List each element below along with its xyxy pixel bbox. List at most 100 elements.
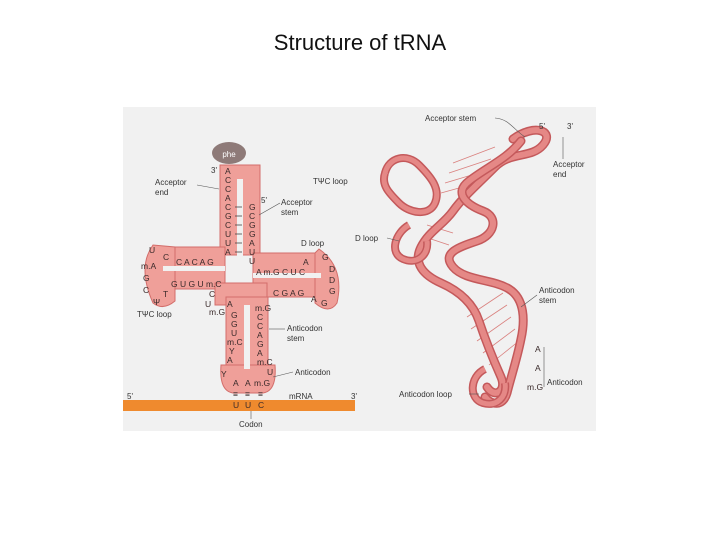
pair-mark: ≡: [258, 389, 263, 399]
codon-label: Codon: [239, 420, 263, 429]
base: G: [321, 298, 328, 308]
base: Y: [221, 369, 227, 379]
ribbon-structure: Acceptor stem 5' 3' Acceptor end D loop …: [355, 114, 585, 408]
ac3d-base: A: [535, 363, 541, 373]
pair-marks: ≡ ≡ ≡: [233, 389, 263, 399]
base: C: [257, 312, 263, 322]
base: m.G: [255, 303, 271, 313]
base: U: [245, 400, 251, 410]
base: m.C: [227, 337, 243, 347]
acceptor-end-3d-label-2: end: [553, 170, 566, 179]
prime5-top: 5': [261, 196, 267, 205]
ribbon-anticodon-loop-light: [470, 366, 508, 407]
base: A: [311, 294, 317, 304]
base: U: [149, 245, 155, 255]
base: T: [163, 289, 168, 299]
leader: [272, 371, 294, 378]
base: G: [225, 211, 232, 221]
d-loop-label: D loop: [301, 239, 325, 248]
right-arm-top: A m.G C U C: [256, 267, 305, 277]
trna-figure-svg: phe 3' 5' A C C A C G C U U A G C G G A …: [123, 114, 585, 429]
base: G: [249, 220, 256, 230]
mrna-bar: [123, 400, 355, 411]
acceptor-3-strand: A C C A C G C U U A: [225, 166, 232, 257]
anticodon-stem-3d-label-2: stem: [539, 296, 557, 305]
left-loop: U C m.A G C T Ψ: [141, 245, 169, 307]
base: G: [231, 310, 238, 320]
base: G: [231, 319, 238, 329]
base: C: [257, 321, 263, 331]
acceptor-stem-label-2: stem: [281, 208, 299, 217]
acceptor-end-label-1: Acceptor: [155, 178, 187, 187]
prime3-3d: 3': [567, 122, 573, 131]
base: m.G: [254, 378, 270, 388]
leader: [386, 237, 400, 242]
base: A: [227, 355, 233, 365]
base: C: [143, 285, 149, 295]
acceptor-end-3d-label-1: Acceptor: [553, 160, 585, 169]
base: m.G: [209, 307, 225, 317]
twc-loop-left-label: TΨC loop: [137, 310, 172, 319]
base: A: [249, 238, 255, 248]
prime3-top: 3': [211, 166, 217, 175]
anticodon-loop-3d-label: Anticodon loop: [399, 390, 452, 399]
base: D: [329, 275, 335, 285]
left-arm-bottom: G U G U m.C: [171, 279, 222, 289]
pair-mark: ≡: [245, 389, 250, 399]
base: Ψ: [153, 297, 160, 307]
leader: [494, 117, 526, 138]
base: G: [249, 229, 256, 239]
base: C: [258, 400, 264, 410]
acceptor-pair-marks: [235, 206, 242, 253]
acceptor-stem-label-1: Acceptor: [281, 198, 313, 207]
codon-bases: U U C: [233, 400, 264, 410]
base: G: [249, 202, 256, 212]
slide-title: Structure of tRNA: [273, 30, 447, 55]
base: Y: [229, 346, 235, 356]
cloverleaf-body: [144, 164, 340, 394]
base: m.C: [257, 357, 273, 367]
base: U: [225, 238, 231, 248]
base: U: [225, 229, 231, 239]
mrna-prime5: 5': [127, 392, 133, 401]
left-arm-top: C A C A G: [176, 257, 214, 267]
base: A: [227, 299, 233, 309]
base: U: [205, 299, 211, 309]
base: A: [303, 257, 309, 267]
ribbon-backbone-b-light: [446, 138, 527, 407]
base: G: [257, 339, 264, 349]
anticodon-stem-3d-label-1: Anticodon: [539, 286, 575, 295]
mrna-label: mRNA: [289, 392, 313, 401]
pair-mark: ≡: [233, 389, 238, 399]
base: C: [163, 252, 169, 262]
twc-loop-top-label: TΨC loop: [313, 177, 348, 186]
anticodon-3d-label: Anticodon: [547, 378, 583, 387]
ribbon-d-loop-light: [392, 222, 430, 264]
phe-ball: [212, 142, 246, 164]
leader: [258, 202, 281, 216]
base: U: [249, 256, 255, 266]
anticodon-stem-label-2: stem: [287, 334, 305, 343]
base: C: [225, 202, 231, 212]
leader: [520, 294, 538, 308]
base: A: [257, 330, 263, 340]
prime5-3d: 5': [539, 122, 545, 131]
right-arm-bottom: C G A G: [273, 288, 304, 298]
base: U: [231, 328, 237, 338]
base: A: [225, 166, 231, 176]
junction-left: C U: [205, 289, 215, 309]
trna-figure: phe 3' 5' A C C A C G C U U A G C G G A …: [123, 107, 596, 431]
ac-stem-right: m.G C C A G A m.C U: [255, 303, 273, 377]
ribbon-twc-loop: [380, 154, 441, 216]
base: A: [257, 348, 263, 358]
acceptor-stem-3d-label: Acceptor stem: [425, 114, 476, 123]
base: C: [225, 175, 231, 185]
acceptor-end-label-2: end: [155, 188, 168, 197]
ac3d-base: m.G: [527, 382, 543, 392]
phe-label: phe: [222, 150, 236, 159]
base: A: [245, 378, 251, 388]
d-loop-bases: A G D D G G A: [303, 252, 336, 308]
ac-stem-left: m.G A G G U m.C Y A Y: [209, 299, 243, 379]
base: G: [322, 252, 329, 262]
base: D: [329, 264, 335, 274]
